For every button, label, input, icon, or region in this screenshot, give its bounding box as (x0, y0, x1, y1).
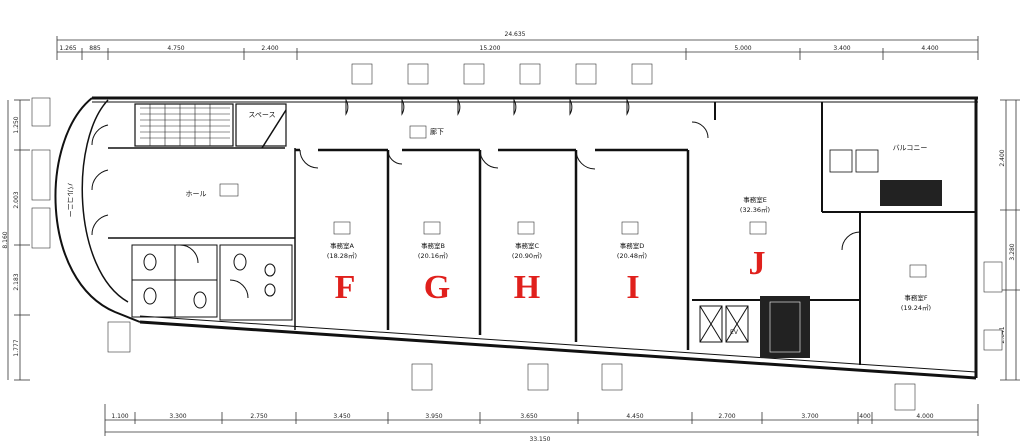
bottom-dim-0: 1.100 (111, 413, 128, 420)
top-dim-6: 3.400 (833, 45, 850, 52)
stair-core (760, 296, 810, 358)
stair-hatch (140, 104, 230, 146)
right-small-box-2 (855, 149, 879, 173)
corridor-end-door (691, 121, 709, 139)
top-dim-5: 5.000 (734, 45, 751, 52)
bottom-dim-6: 4.450 (626, 413, 643, 420)
balcony-equipment (880, 180, 942, 206)
left-doors (91, 124, 109, 236)
office-f-door (841, 231, 861, 251)
top-equipment-tags (351, 63, 653, 85)
bottom-total-dim: 33.150 (530, 436, 551, 443)
left-dim-1: 2.003 (13, 191, 20, 208)
left-dim-4: 1.777 (13, 339, 20, 356)
right-dim-0: 2.400 (999, 149, 1006, 166)
corridor-diagonal-wall (261, 109, 287, 149)
top-dim-3: 2.400 (261, 45, 278, 52)
bottom-dim-4: 3.950 (425, 413, 442, 420)
right-section-walls (692, 102, 976, 365)
left-dim-0: 1.250 (13, 116, 20, 133)
top-dim-0: 1.265 (59, 45, 76, 52)
annotation-f: F (335, 269, 356, 306)
annotation-j: J (749, 245, 766, 282)
annotation-h: H (514, 269, 540, 306)
annotation-i: I (626, 269, 639, 306)
office-b-name: 事務室B (421, 241, 445, 250)
office-d-name: 事務室D (620, 241, 645, 250)
balcony-left-label: バルコニー (66, 183, 74, 218)
room-info-tags (219, 125, 927, 278)
building-outline (54, 96, 978, 380)
left-dim-2: 8.160 (2, 231, 9, 248)
right-dim-1: 3.280 (1009, 243, 1016, 260)
right-dimension-lines (1000, 99, 1020, 381)
bottom-equipment-tags (411, 363, 916, 411)
hall-label: ホール (186, 190, 207, 198)
stair-core-inner (769, 301, 801, 353)
bottom-dim-2: 2.750 (250, 413, 267, 420)
right-small-box-1 (829, 149, 853, 173)
space-label: スペース (248, 111, 275, 119)
top-wall-doors (345, 98, 630, 116)
bottom-dim-10: 4.000 (916, 413, 933, 420)
bottom-dim-9: 400 (859, 413, 871, 420)
office-a-area: (18.28㎡) (327, 251, 357, 260)
right-dim-2: 2.641 (999, 326, 1006, 343)
bottom-dim-1: 3.300 (169, 413, 186, 420)
bottom-dim-7: 2.700 (718, 413, 735, 420)
top-dim-2: 4.750 (167, 45, 184, 52)
right-equipment-tags (983, 261, 1003, 351)
office-f-name: 事務室F (904, 293, 928, 302)
office-walls (295, 148, 690, 350)
bottom-dimension-lines (104, 404, 979, 436)
top-dim-1: 885 (89, 45, 101, 52)
bottom-dim-3: 3.450 (333, 413, 350, 420)
office-b-area: (20.16㎡) (418, 251, 448, 260)
bottom-dim-8: 3.700 (801, 413, 818, 420)
office-e-name: 事務室E (743, 195, 767, 204)
office-c-name: 事務室C (515, 241, 540, 250)
balcony-right-label: バルコニー (893, 144, 928, 152)
left-dimension-lines (7, 99, 30, 381)
annotation-g: G (424, 269, 450, 306)
office-f-area: (19.24㎡) (901, 303, 931, 312)
office-doors (299, 149, 596, 170)
top-dim-7: 4.400 (921, 45, 938, 52)
elevator-shafts (699, 305, 749, 343)
office-d-area: (20.48㎡) (617, 251, 647, 260)
toilet-area (131, 244, 293, 321)
top-dimension-lines (56, 36, 979, 60)
hall-walls (108, 103, 296, 330)
ev-label: EV (730, 329, 739, 336)
office-a-name: 事務室A (330, 241, 355, 250)
top-dim-4: 15.200 (480, 45, 501, 52)
bottom-dim-5: 3.650 (520, 413, 537, 420)
top-total-dim: 24.635 (505, 31, 526, 38)
left-equipment-tags (31, 97, 131, 353)
left-dim-3: 2.183 (13, 273, 20, 290)
office-c-area: (20.90㎡) (512, 251, 542, 260)
office-e-area: (32.36㎡) (740, 205, 770, 214)
corridor-label: 廊下 (430, 127, 444, 136)
